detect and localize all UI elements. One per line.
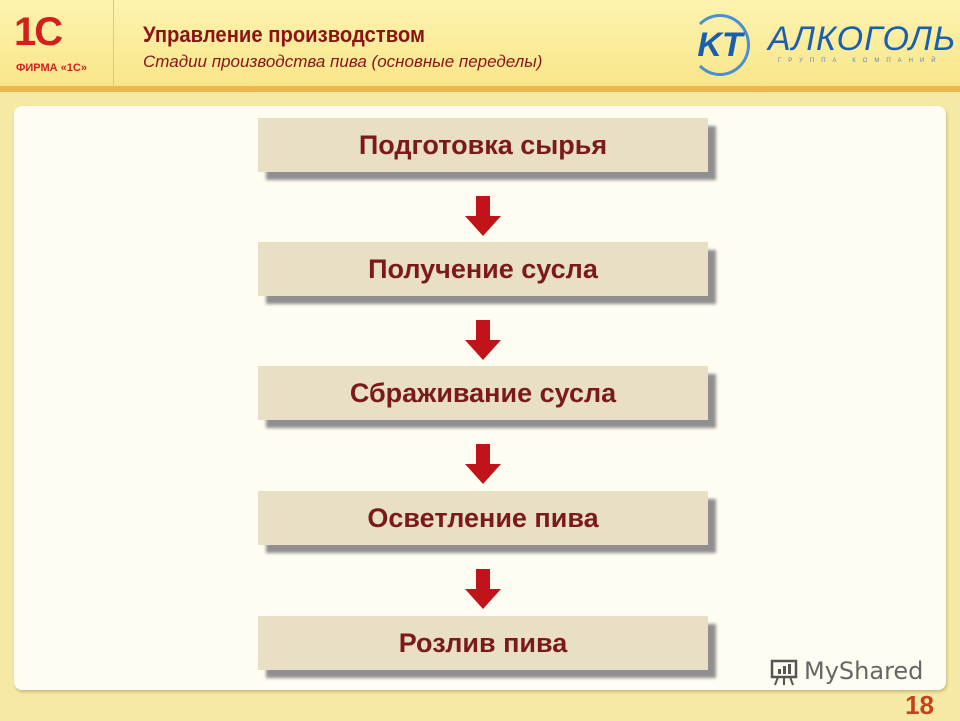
- arrow-down-icon: [465, 444, 501, 484]
- stage-box: Получение сусла: [258, 242, 708, 296]
- logo-alkogol: АЛКОГОЛЬ: [768, 20, 957, 58]
- arrow-down-icon: [465, 320, 501, 360]
- page-number: 18: [905, 690, 934, 720]
- logo-tagline: ГРУППА КОМПАНИЙ: [778, 58, 943, 64]
- stage-box: Сбраживание сусла: [258, 366, 708, 420]
- stage-box: Подготовка сырья: [258, 118, 708, 172]
- logo-kt-mark: KT: [690, 14, 750, 76]
- slide-header: 1С ФИРМА «1С» Управление производством С…: [0, 0, 960, 92]
- watermark-text: MyShared: [804, 657, 924, 685]
- slide-title: Управление производством: [143, 22, 425, 47]
- presentation-board-icon: [770, 659, 798, 686]
- slide-subtitle: Стадии производства пива (основные перед…: [143, 52, 543, 71]
- watermark: MyShared: [768, 655, 923, 687]
- logo-1c-mark: 1С: [14, 10, 63, 54]
- logo-1c-text: ФИРМА «1С»: [16, 62, 87, 74]
- stage-box: Осветление пива: [258, 491, 708, 545]
- logo-1c: 1С ФИРМА «1С»: [8, 10, 108, 80]
- divider: [113, 0, 114, 86]
- arrow-down-icon: [465, 196, 501, 236]
- arrow-down-icon: [465, 569, 501, 609]
- stage-box: Розлив пива: [258, 616, 708, 670]
